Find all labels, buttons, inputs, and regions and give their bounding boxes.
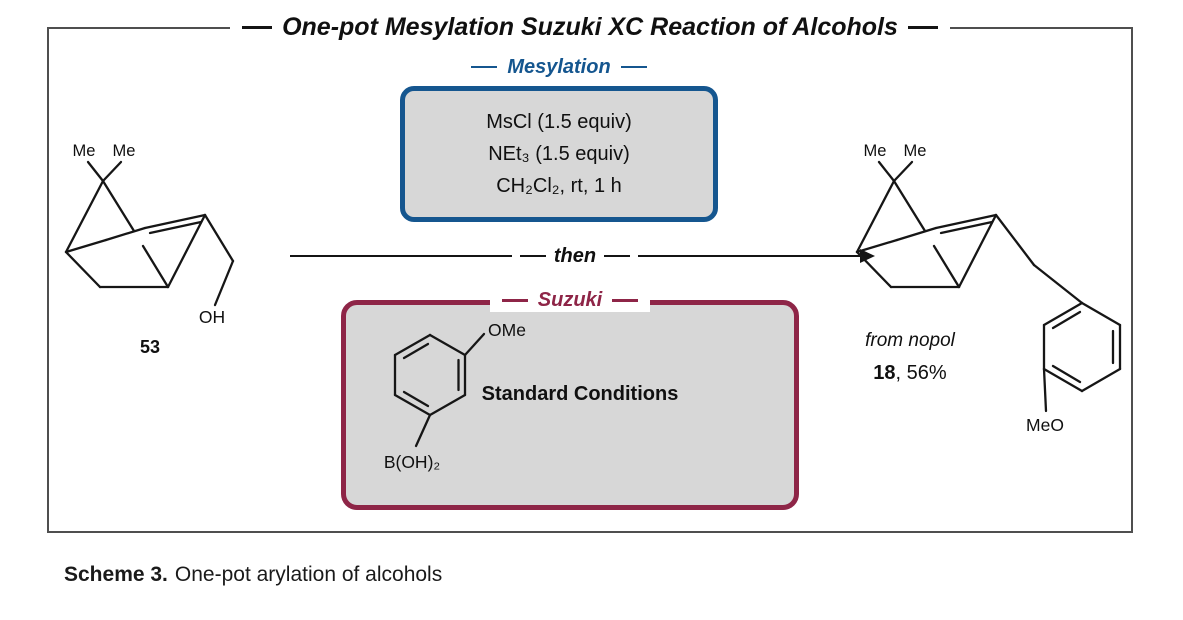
product-me1-label: Me: [864, 142, 887, 160]
arrow-right-segment: [638, 254, 860, 258]
meo-label: MeO: [1026, 415, 1064, 435]
then-label: then: [553, 244, 597, 267]
product-yield-label: , 56%: [895, 362, 947, 384]
scheme-title: One-pot Mesylation Suzuki XC Reaction of…: [282, 12, 898, 41]
ome-label: OMe: [488, 320, 526, 340]
suzuki-right-dash: [612, 299, 639, 302]
product-structure: Me Me MeO: [855, 142, 1122, 435]
suzuki-conditions-box: [341, 300, 799, 510]
scheme-title-patch: One-pot Mesylation Suzuki XC Reaction of…: [230, 12, 950, 42]
boronic-acid-bonds: [393, 332, 486, 448]
boronic-acid-structure: OMe B(OH)₂: [384, 320, 526, 472]
standard-conditions-label: Standard Conditions: [481, 383, 679, 405]
suzuki-title-row: Suzuki: [341, 288, 799, 313]
reagent-line-solvent: CH₂Cl₂, rt, 1 h: [496, 175, 622, 197]
scheme-caption-text: One-pot arylation of alcohols: [174, 563, 443, 586]
arrow-left-segment: [290, 254, 512, 258]
mesylation-right-dash: [620, 65, 647, 69]
scheme-title-row: One-pot Mesylation Suzuki XC Reaction of…: [47, 10, 1133, 44]
mesylation-left-dash: [471, 65, 498, 69]
product-number-label: 18: [873, 362, 896, 384]
product-yield-line: 18, 56%: [840, 362, 980, 385]
suzuki-left-dash: [501, 299, 528, 302]
scheme-caption-label: Scheme 3.: [64, 563, 168, 586]
substrate-bonds: [64, 160, 235, 307]
product-me2-label: Me: [904, 142, 927, 160]
boronic-acid-label: B(OH)₂: [384, 452, 440, 472]
reagent-line-net3: NEt₃ (1.5 equiv): [488, 143, 630, 165]
title-left-dash: [242, 25, 273, 29]
reagent-line-mscl: MsCl (1.5 equiv): [486, 111, 632, 133]
from-nopol-note: from nopol: [865, 330, 955, 351]
suzuki-title: Suzuki: [537, 289, 603, 311]
mesylation-conditions-box: MsCl (1.5 equiv) NEt₃ (1.5 equiv) CH₂Cl₂…: [400, 86, 718, 222]
mesylation-title-row: Mesylation: [400, 55, 718, 79]
title-right-dash: [907, 25, 938, 29]
then-left-dash: [519, 254, 546, 258]
then-right-dash: [604, 254, 631, 258]
oh-label: OH: [199, 307, 225, 327]
mesylation-title: Mesylation: [507, 55, 611, 78]
reaction-arrow: then: [290, 243, 875, 269]
product-bonds: [855, 160, 1122, 413]
substrate-me2-label: Me: [113, 142, 136, 160]
scheme-caption: Scheme 3. One-pot arylation of alcohols: [64, 563, 442, 587]
substrate-structure: Me Me OH 53: [64, 142, 235, 357]
substrate-number-label: 53: [140, 337, 160, 357]
substrate-me1-label: Me: [73, 142, 96, 160]
